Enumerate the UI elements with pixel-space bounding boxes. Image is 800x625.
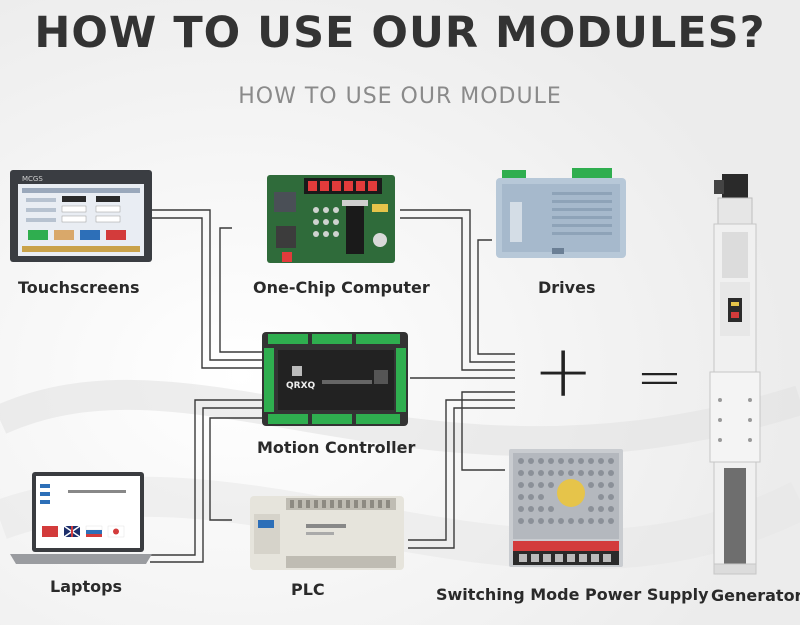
- generator-image: [709, 174, 761, 575]
- touchscreen-image: MCGS: [10, 170, 152, 262]
- generator-label: Generator: [711, 586, 800, 605]
- drives-image: [496, 168, 626, 258]
- equals-symbol: =: [636, 345, 683, 410]
- drives-label: Drives: [538, 278, 596, 297]
- motion-controller-brand: QRXQ: [286, 381, 316, 391]
- motion-controller-image: QRXQ: [262, 332, 408, 426]
- touchscreens-label: Touchscreens: [18, 278, 140, 297]
- motion-controller-label: Motion Controller: [257, 438, 416, 457]
- laptop-image: [10, 472, 152, 564]
- page-subtitle: HOW TO USE OUR MODULE: [238, 84, 562, 109]
- plus-symbol: +: [533, 329, 594, 413]
- power-supply-image: [509, 449, 623, 567]
- page-title: HOW TO USE OUR MODULES?: [34, 8, 766, 58]
- power-supply-label: Switching Mode Power Supply: [436, 585, 709, 604]
- plc-label: PLC: [291, 580, 325, 599]
- laptops-label: Laptops: [50, 577, 123, 596]
- plc-image: [250, 496, 404, 570]
- touchscreen-brand: MCGS: [22, 175, 43, 183]
- one-chip-computer-image: [267, 175, 395, 263]
- one-chip-computer-label: One-Chip Computer: [253, 278, 430, 297]
